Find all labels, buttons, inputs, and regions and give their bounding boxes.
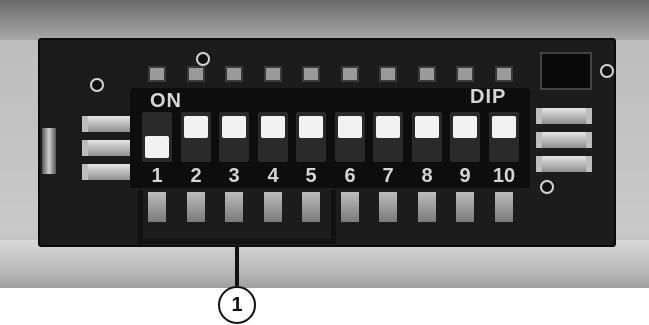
switch-toggle[interactable] [338,116,362,138]
dip-switch-8[interactable] [412,112,442,162]
switch-number: 6 [344,165,356,187]
switch-toggle[interactable] [376,116,400,138]
switch-pin [418,192,436,222]
switch-pin [264,192,282,222]
mounting-hole [196,52,210,66]
indicator-led [225,66,243,82]
switch-number: 4 [267,165,279,187]
indicator-led [302,66,320,82]
switch-toggle[interactable] [453,116,477,138]
switch-pin [225,192,243,222]
mounting-hole [540,180,554,194]
switch-number: 7 [382,165,394,187]
on-label: ON [150,90,182,112]
enclosure-bottom [0,240,649,288]
switch-number: 2 [190,165,202,187]
indicator-led [187,66,205,82]
indicator-led [264,66,282,82]
chip-component [540,52,592,90]
indicator-led [148,66,166,82]
dip-switch-10[interactable] [489,112,519,162]
dip-switch-4[interactable] [258,112,288,162]
enclosure-top [0,0,649,40]
dip-label: DIP [470,86,507,108]
dip-switch-9[interactable] [450,112,480,162]
switch-number: 1 [151,165,163,187]
dip-switch-7[interactable] [373,112,403,162]
switch-toggle[interactable] [261,116,285,138]
smd-component [536,156,592,172]
dip-switch-2[interactable] [181,112,211,162]
switch-number: 3 [228,165,240,187]
dip-switch-5[interactable] [296,112,326,162]
indicator-led [341,66,359,82]
dip-switch-6[interactable] [335,112,365,162]
smd-component [536,108,592,124]
switch-pin [495,192,513,222]
switch-pin [456,192,474,222]
switch-toggle[interactable] [492,116,516,138]
mounting-hole [90,78,104,92]
callout-number: 1 [218,286,256,324]
switch-toggle[interactable] [184,116,208,138]
switch-number: 10 [492,165,516,187]
indicator-led [418,66,436,82]
switch-toggle[interactable] [222,116,246,138]
smd-component [536,132,592,148]
switch-toggle[interactable] [145,136,169,158]
diode-component [42,128,56,174]
indicator-led [379,66,397,82]
dip-switch-1[interactable] [142,112,172,162]
switch-pin [379,192,397,222]
switch-pin [148,192,166,222]
switch-number: 9 [459,165,471,187]
indicator-led [495,66,513,82]
switch-toggle[interactable] [415,116,439,138]
switch-pin [302,192,320,222]
switch-number: 8 [421,165,433,187]
indicator-led [456,66,474,82]
bracket-icon [138,190,336,244]
switch-toggle[interactable] [299,116,323,138]
dip-switch-3[interactable] [219,112,249,162]
switch-number: 5 [305,165,317,187]
switch-pin [187,192,205,222]
switch-pin [341,192,359,222]
bracket-stem [235,244,239,286]
mounting-hole [600,64,614,78]
